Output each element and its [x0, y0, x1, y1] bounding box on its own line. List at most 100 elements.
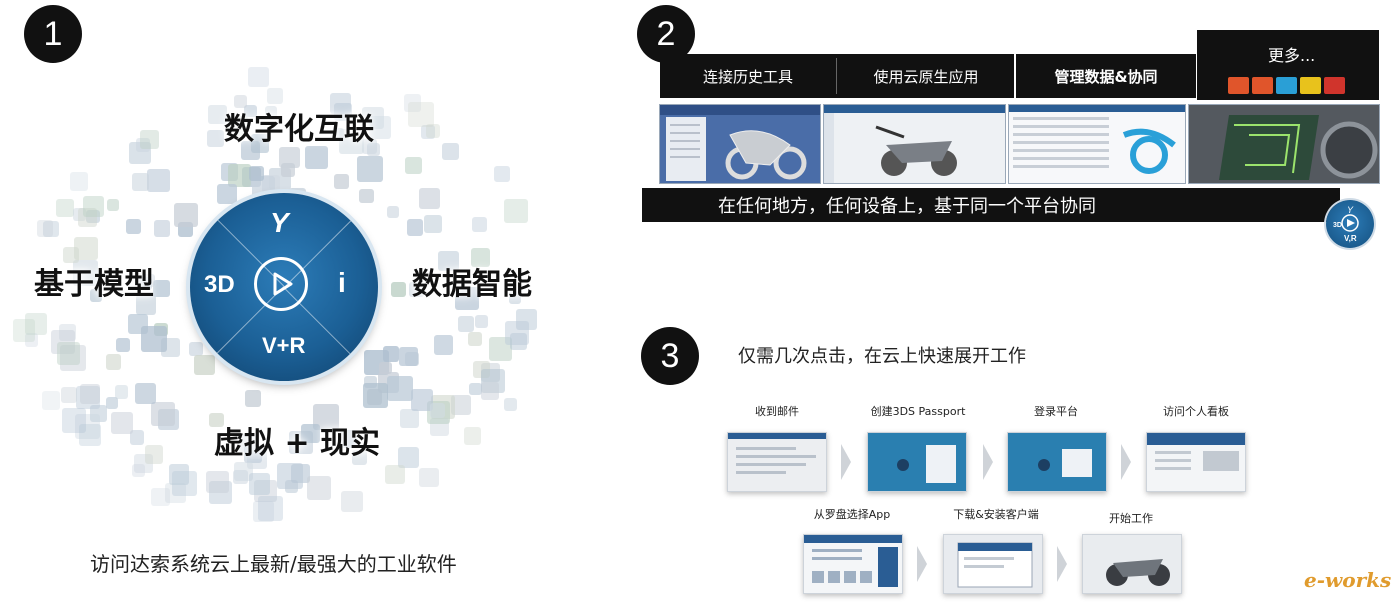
- step-card-install-client[interactable]: [943, 534, 1043, 594]
- app-tile-icon: [334, 102, 353, 121]
- compass-3d-quadrant[interactable]: 3D: [204, 271, 235, 298]
- app-tile-icon: [216, 184, 238, 205]
- app-tile-icon: [503, 198, 528, 223]
- tab-cloud-native-apps[interactable]: 使用云原生应用: [873, 67, 979, 86]
- tab-bar-active-bg: [1016, 54, 1196, 98]
- app-tile-icon: [208, 481, 233, 505]
- app-tile-icon: [276, 463, 303, 489]
- app-tile-icon: [332, 127, 345, 141]
- mini-app-icon[interactable]: [1228, 77, 1249, 94]
- app-tile-icon: [77, 208, 97, 228]
- mini-app-icon[interactable]: [1252, 77, 1273, 94]
- app-tile-icon: [265, 105, 278, 118]
- app-tile-icon: [481, 382, 499, 400]
- app-tile-icon: [79, 424, 101, 446]
- mini-app-icon[interactable]: [1276, 77, 1297, 94]
- mini-compass-icon[interactable]: Y 3D V,R: [1326, 200, 1374, 248]
- app-tile-icon: [248, 66, 270, 88]
- app-tile-icon: [249, 473, 271, 495]
- step-label-personal-dashboard: 访问个人看板: [1163, 405, 1229, 418]
- label-data-intelligence: 数据智能: [412, 267, 532, 302]
- app-tile-icon: [59, 324, 76, 341]
- mini-app-icon[interactable]: [1324, 77, 1345, 94]
- tab-legacy-tools[interactable]: 连接历史工具: [702, 67, 793, 86]
- mini-app-icon[interactable]: [1300, 77, 1321, 94]
- app-tile-icon: [138, 277, 152, 291]
- app-tile-icon: [398, 346, 419, 367]
- step-1-badge: 1: [24, 5, 82, 63]
- app-tile-icon: [153, 279, 171, 297]
- app-tile-icon: [471, 216, 488, 233]
- app-tile-icon: [411, 389, 434, 411]
- screenshot-more-apps: [1188, 104, 1380, 184]
- step-card-create-passport[interactable]: [867, 432, 967, 492]
- app-tile-icon: [258, 495, 284, 521]
- app-tile-icon: [25, 313, 48, 335]
- step-3-badge: 3: [641, 327, 699, 385]
- app-tile-icon: [398, 447, 420, 469]
- app-tile-icon: [50, 330, 75, 355]
- app-tile-icon: [132, 464, 146, 478]
- app-tile-icon: [382, 346, 399, 362]
- step-arrow: [983, 444, 993, 480]
- label-model-based: 基于模型: [34, 267, 154, 302]
- app-tile-icon: [74, 236, 98, 261]
- step-label-login-platform: 登录平台: [1034, 405, 1078, 418]
- app-tile-icon: [405, 156, 423, 174]
- app-tile-icon: [131, 173, 150, 191]
- app-tile-icon: [150, 402, 175, 427]
- compass-vr-quadrant[interactable]: V+R: [262, 333, 306, 358]
- app-tile-icon: [385, 464, 405, 485]
- app-tile-icon: [82, 195, 104, 217]
- app-tile-icon: [174, 203, 198, 228]
- app-tile-icon: [56, 341, 81, 366]
- app-tile-icon: [510, 333, 527, 350]
- step-card-receive-email[interactable]: [727, 432, 827, 492]
- 3dexperience-compass[interactable]: Y 3D i V+R: [190, 193, 378, 381]
- app-tile-icon: [400, 409, 420, 429]
- app-tile-icon: [61, 407, 87, 433]
- step-card-personal-dashboard[interactable]: [1146, 432, 1246, 492]
- step-label-start-work: 开始工作: [1109, 512, 1153, 525]
- app-tile-icon: [419, 467, 440, 488]
- step-card-start-work[interactable]: [1082, 534, 1182, 594]
- step-label-create-passport: 创建3DS Passport: [870, 405, 966, 418]
- app-tile-icon: [300, 423, 321, 444]
- label-virtual-real: 虚拟 + 现实: [214, 426, 381, 461]
- app-tile-icon: [407, 219, 424, 236]
- app-tile-icon: [55, 199, 74, 218]
- app-tile-icon: [136, 294, 157, 315]
- app-tile-icon: [438, 250, 459, 272]
- mini-compass-label: V,R: [1344, 234, 1357, 243]
- app-tile-icon: [252, 500, 274, 523]
- app-tile-icon: [361, 106, 385, 130]
- collaboration-text: 在任何地方，任何设备上，基于同一个平台协同: [718, 196, 1096, 217]
- compass-social-quadrant[interactable]: Y: [270, 207, 289, 238]
- app-tile-icon: [418, 187, 440, 210]
- app-tile-icon: [421, 125, 436, 140]
- step-card-select-app[interactable]: [803, 534, 903, 594]
- play-icon[interactable]: [254, 257, 308, 311]
- step-label-receive-email: 收到邮件: [755, 405, 799, 418]
- app-tile-icon: [379, 361, 393, 375]
- compass-info-quadrant[interactable]: i: [338, 267, 346, 298]
- app-tile-icon: [369, 116, 392, 139]
- app-tile-icon: [408, 101, 434, 128]
- tab-data-collaboration[interactable]: 管理数据&协同: [1054, 67, 1158, 86]
- app-tile-icon: [165, 482, 186, 503]
- app-tile-icon: [207, 104, 227, 125]
- app-tile-icon: [463, 427, 481, 445]
- app-tile-icon: [24, 332, 39, 347]
- app-tile-icon: [70, 172, 89, 191]
- step-card-login-platform[interactable]: [1007, 432, 1107, 492]
- app-tile-icon: [508, 291, 522, 304]
- app-tile-icon: [59, 345, 86, 371]
- app-tile-icon: [468, 382, 482, 396]
- step-arrow: [1121, 444, 1131, 480]
- app-tile-icon: [367, 142, 381, 156]
- app-tile-icon: [172, 470, 198, 497]
- app-tile-icon: [330, 92, 351, 114]
- app-tile-icon: [386, 205, 400, 219]
- app-tile-icon: [76, 385, 101, 410]
- app-tile-icon: [425, 124, 440, 138]
